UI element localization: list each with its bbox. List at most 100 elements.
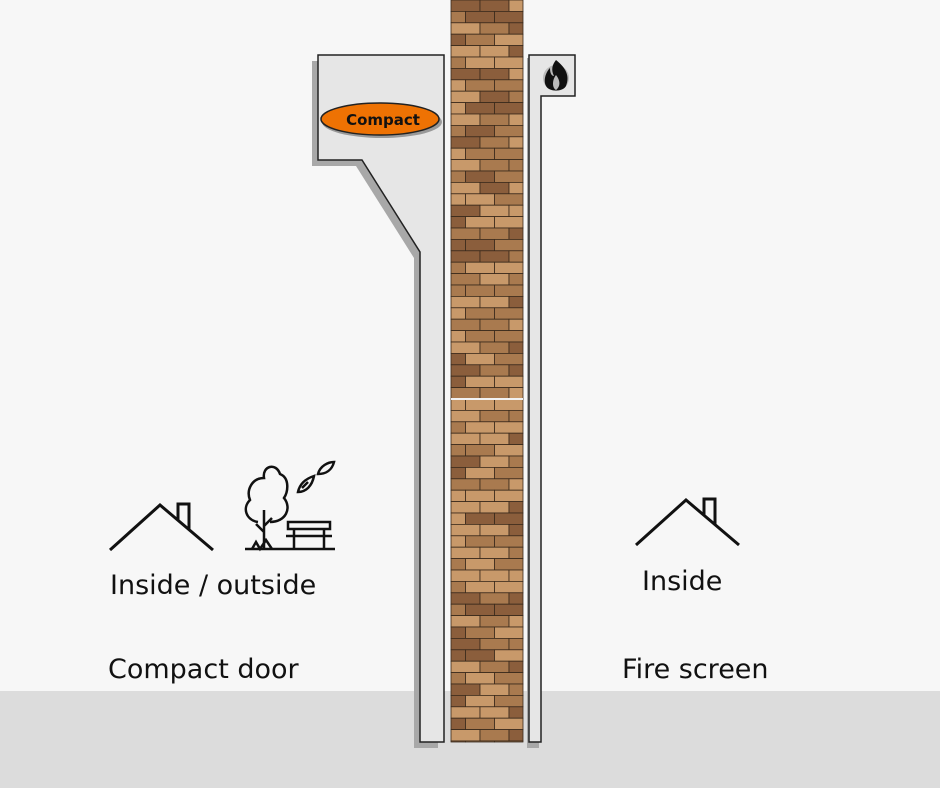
brick: [508, 181, 524, 195]
brick: [450, 592, 481, 605]
brick: [465, 375, 495, 389]
brick: [479, 706, 510, 719]
brick: [479, 364, 510, 377]
brick: [450, 273, 481, 286]
brick: [450, 717, 466, 731]
brick: [479, 250, 510, 263]
brick: [494, 261, 524, 275]
brick: [450, 638, 481, 651]
fire-icon: [543, 60, 569, 91]
brick: [494, 695, 524, 708]
compact-badge: Compact: [320, 102, 442, 138]
brick: [465, 102, 495, 115]
brick: [494, 193, 524, 206]
brick: [494, 216, 524, 229]
brick: [508, 592, 524, 605]
brick: [479, 68, 510, 81]
brick: [479, 136, 510, 149]
brick: [479, 273, 510, 286]
brick: [494, 375, 524, 389]
brick: [508, 159, 524, 172]
brick: [450, 524, 481, 537]
brick: [465, 581, 495, 594]
brick: [465, 444, 495, 457]
brick: [465, 512, 495, 525]
brick: [450, 581, 466, 594]
brick: [450, 307, 466, 320]
brick: [479, 318, 510, 332]
brick: [508, 478, 524, 491]
brick: [450, 387, 481, 400]
brick: [450, 341, 481, 354]
brick: [465, 695, 495, 708]
brick: [508, 546, 524, 560]
brick: [450, 626, 466, 639]
brick: [450, 569, 481, 582]
brick: [465, 649, 495, 662]
brick: [494, 489, 524, 503]
brick: [465, 56, 495, 69]
right-location-label: Inside: [642, 566, 723, 597]
brick: [450, 227, 481, 240]
brick: [465, 352, 495, 366]
brick: [479, 432, 510, 446]
brick: [450, 489, 466, 503]
brick: [479, 455, 510, 468]
brick: [465, 216, 495, 229]
brick: [465, 489, 495, 503]
brick: [494, 581, 524, 594]
brick: [479, 113, 510, 126]
brick: [450, 455, 481, 468]
brick: [494, 170, 524, 183]
brick: [450, 261, 466, 275]
brick: [494, 740, 524, 743]
brick: [494, 672, 524, 685]
brick: [450, 330, 466, 343]
brick: [508, 227, 524, 240]
brick: [465, 193, 495, 206]
brick: [494, 330, 524, 343]
brick: [450, 159, 481, 172]
brick: [508, 501, 524, 514]
brick: [508, 250, 524, 263]
brick: [450, 170, 466, 183]
brick: [479, 0, 510, 12]
brick: [479, 204, 510, 217]
house-icon-right: [634, 497, 740, 547]
brick: [465, 740, 495, 743]
park-tree-bench-icon: [244, 460, 336, 552]
brick: [465, 79, 495, 92]
house-icon: [108, 502, 214, 552]
brick: [450, 478, 481, 491]
brick: [479, 181, 510, 195]
left-location-label: Inside / outside: [110, 570, 317, 601]
fire-screen-panel: [527, 54, 576, 748]
badge-label: Compact: [346, 111, 420, 129]
brick: [479, 159, 510, 172]
brick: [450, 558, 466, 571]
brick: [479, 615, 510, 628]
brick: [450, 729, 481, 742]
brick: [450, 409, 481, 423]
brick: [450, 45, 481, 58]
brick: [508, 136, 524, 149]
brick: [508, 295, 524, 309]
brick: [479, 683, 510, 696]
brick: [508, 729, 524, 742]
brick: [508, 432, 524, 446]
brick: [494, 603, 524, 617]
brick: [479, 341, 510, 354]
brick: [450, 649, 466, 662]
brick: [450, 250, 481, 263]
brick: [508, 615, 524, 628]
brick: [508, 569, 524, 582]
brick: [479, 569, 510, 582]
brick: [494, 444, 524, 457]
brick: [508, 341, 524, 354]
brick: [465, 125, 495, 138]
brick: [508, 638, 524, 651]
brick: [465, 626, 495, 639]
brick: [465, 261, 495, 275]
brick: [508, 45, 524, 58]
brick: [494, 284, 524, 297]
